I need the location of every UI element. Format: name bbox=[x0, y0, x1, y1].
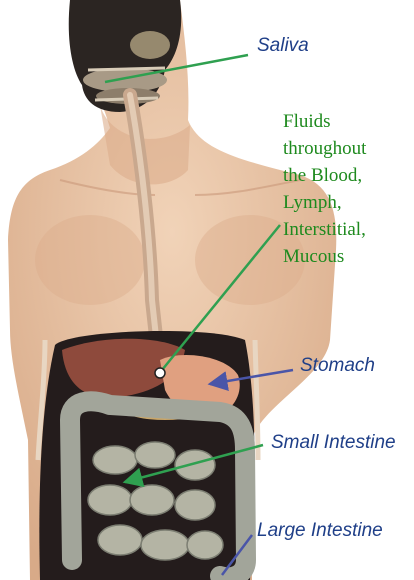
saliva-label: Saliva bbox=[257, 36, 309, 55]
fluids-line: Mucous bbox=[283, 243, 366, 270]
fluids-line: the Blood, bbox=[283, 162, 366, 189]
small-intestine-label: Small Intestine bbox=[271, 433, 396, 452]
stomach-label: Stomach bbox=[300, 356, 375, 375]
fluids-line: throughout bbox=[283, 135, 366, 162]
fluids-line: Lymph, bbox=[283, 189, 366, 216]
fluids-line: Fluids bbox=[283, 108, 366, 135]
small-intestine bbox=[88, 442, 223, 560]
fluids-label: Fluids throughout the Blood, Lymph, Inte… bbox=[283, 108, 366, 270]
large-intestine-label: Large Intestine bbox=[257, 521, 383, 540]
fluids-pointer-dot bbox=[155, 368, 165, 378]
fluids-line: Interstitial, bbox=[283, 216, 366, 243]
